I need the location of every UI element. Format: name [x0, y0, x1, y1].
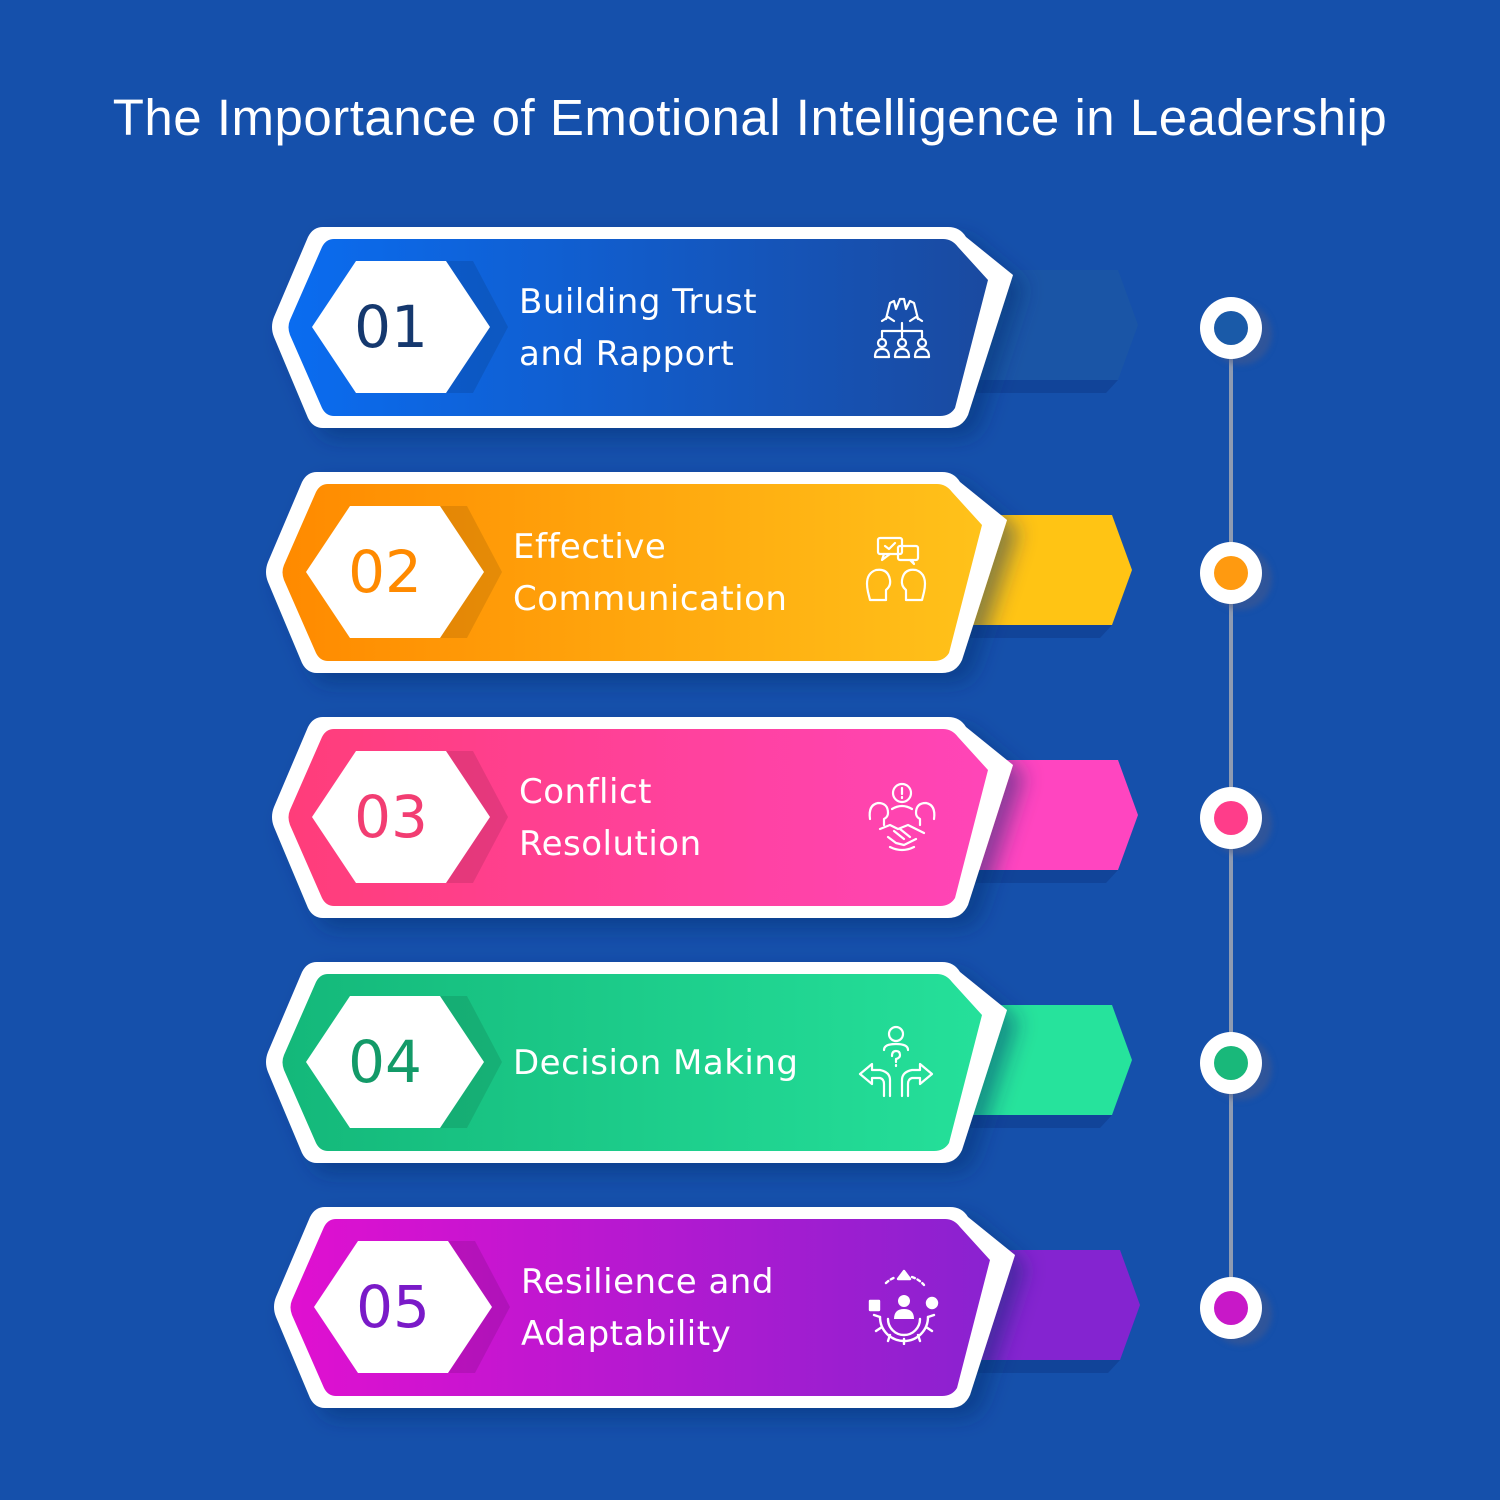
timeline-dot — [1200, 787, 1262, 849]
step-label: Conflict Resolution — [519, 715, 859, 920]
step-number: 04 — [348, 1028, 422, 1096]
page-title: The Importance of Emotional Intelligence… — [112, 89, 1388, 146]
step-banner — [266, 962, 1132, 1163]
handshake-icon — [864, 779, 940, 855]
step-item-03: 03 Conflict Resolution — [268, 715, 1158, 920]
step-label: Decision Making — [513, 960, 853, 1165]
step-label-line: Decision Making — [513, 1042, 799, 1083]
timeline-dot — [1200, 297, 1262, 359]
step-label-line: Communication — [513, 578, 788, 619]
step-label: Building Trust and Rapport — [519, 225, 859, 430]
timeline-dot — [1200, 1277, 1262, 1339]
timeline-dot-fill — [1214, 311, 1248, 345]
step-label-line: Building Trust — [519, 281, 758, 322]
step-number: 01 — [354, 293, 428, 361]
step-label-line: Effective — [513, 526, 667, 567]
step-item-01: 01 Building Trust and Rapport — [268, 225, 1158, 430]
step-label-line: and Rapport — [519, 333, 735, 374]
step-number: 05 — [356, 1273, 430, 1341]
teamwork-hands-icon — [864, 289, 940, 365]
step-item-05: 05 Resilience and Adaptability — [270, 1205, 1160, 1410]
step-item-04: 04 Decision Making — [262, 960, 1152, 1165]
timeline-dot-fill — [1214, 556, 1248, 590]
step-number: 03 — [354, 783, 428, 851]
step-label-line: Conflict — [519, 771, 652, 812]
step-label: Effective Communication — [513, 470, 853, 675]
timeline-dot-fill — [1214, 1291, 1248, 1325]
adaptability-icon — [866, 1269, 942, 1346]
step-item-02: 02 Effective Communication — [262, 470, 1152, 675]
timeline-dot — [1200, 1032, 1262, 1094]
timeline-dot-fill — [1214, 1046, 1248, 1080]
timeline-dot-fill — [1214, 801, 1248, 835]
step-banner — [272, 717, 1138, 918]
conversation-icon — [858, 534, 934, 610]
decision-icon — [858, 1024, 934, 1100]
step-label-line: Resolution — [519, 823, 702, 864]
step-banner — [266, 472, 1132, 673]
step-banner — [272, 227, 1138, 428]
step-number: 02 — [348, 538, 422, 606]
step-label-line: Resilience and — [521, 1261, 774, 1302]
step-label: Resilience and Adaptability — [521, 1205, 861, 1410]
step-label-line: Adaptability — [521, 1313, 732, 1354]
timeline-dot — [1200, 542, 1262, 604]
